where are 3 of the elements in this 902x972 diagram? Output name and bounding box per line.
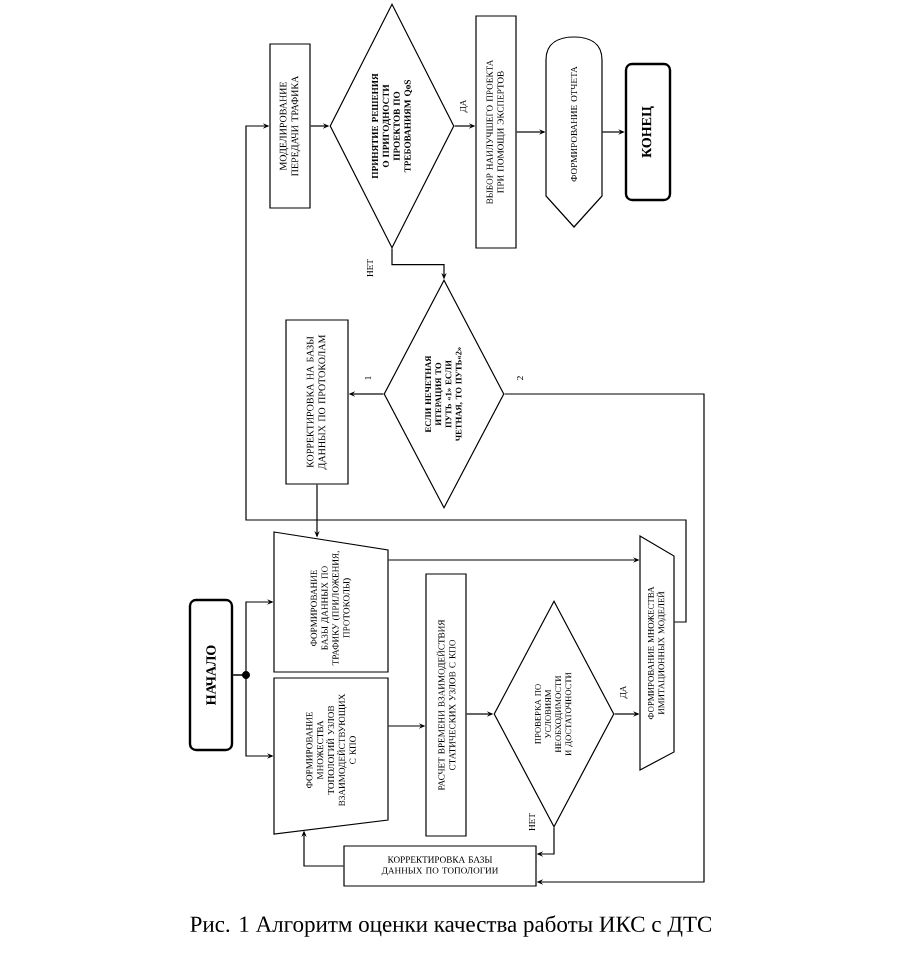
arrow	[245, 123, 687, 623]
arrow	[504, 393, 705, 885]
caption: Рис. 1 Алгоритм оценки качества работы ИКС с ДТС	[190, 915, 712, 937]
